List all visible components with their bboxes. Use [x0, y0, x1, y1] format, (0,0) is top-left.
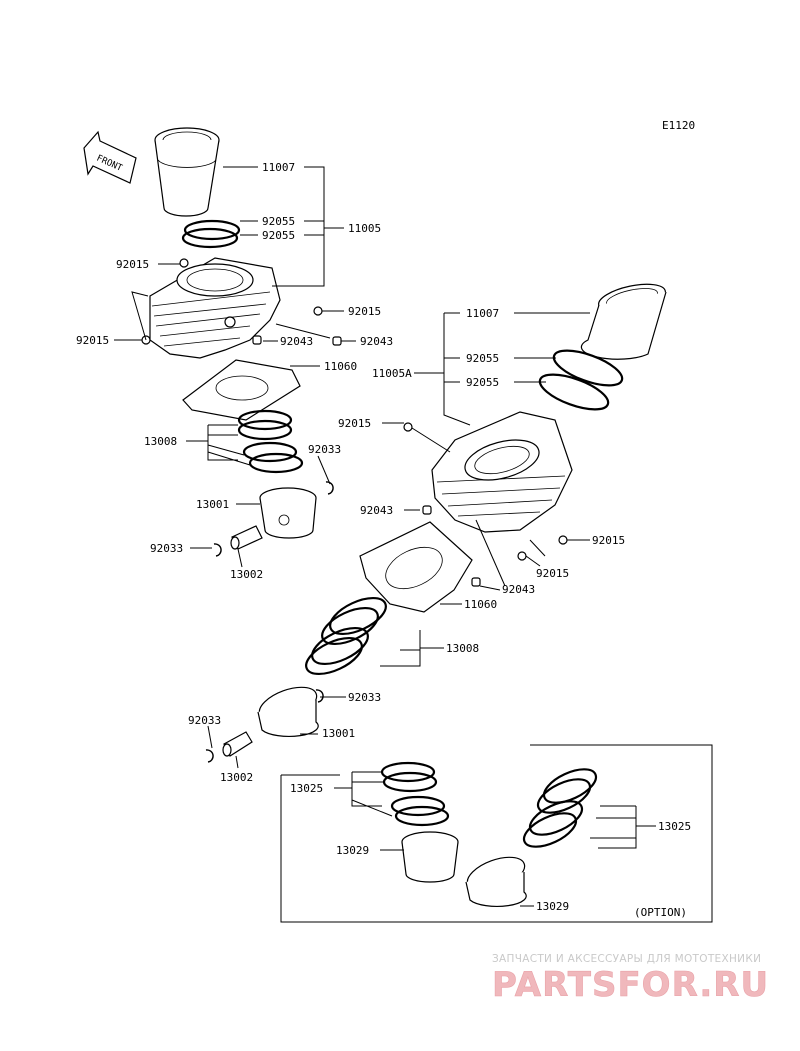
label-11060-right: 11060 — [464, 598, 497, 611]
label-92043-right-2: 92043 — [502, 583, 535, 596]
cylinder-block-left — [149, 257, 281, 359]
label-92015-right-2: 92015 — [592, 534, 625, 547]
piston-pin-left — [230, 525, 263, 550]
piston-right — [257, 686, 319, 738]
label-13029-left: 13029 — [336, 844, 369, 857]
label-92033-left-1: 92033 — [308, 443, 341, 456]
left-leader-lines — [114, 166, 356, 568]
label-92033-left-2: 92033 — [150, 542, 183, 555]
cylinder-block-right — [431, 411, 573, 533]
piston-pin-right — [222, 731, 253, 757]
piston-rings-right — [305, 596, 387, 676]
label-11007-right: 11007 — [466, 307, 499, 320]
nut-92015-a — [179, 258, 189, 268]
piston-rings-left — [237, 409, 304, 474]
label-92043-left-2: 92043 — [360, 335, 393, 348]
label-13008-right: 13008 — [446, 642, 479, 655]
option-label: (OPTION) — [634, 906, 687, 919]
cylinder-sleeve-left — [154, 127, 220, 217]
diagram-code: E1120 — [662, 119, 695, 132]
label-92015-right-1: 92015 — [338, 417, 371, 430]
label-11007-left: 11007 — [262, 161, 295, 174]
label-13025-left: 13025 — [290, 782, 323, 795]
label-92043-left-1: 92043 — [280, 335, 313, 348]
label-11005A: 11005A — [372, 367, 412, 380]
dowel-92043-c — [422, 505, 432, 515]
label-13002-left: 13002 — [230, 568, 263, 581]
nut-92015-f — [517, 551, 527, 561]
label-92015-left-3: 92015 — [76, 334, 109, 347]
label-13001-right: 13001 — [322, 727, 355, 740]
nut-92015-b — [313, 306, 323, 316]
circlip-92033-b — [213, 543, 222, 557]
label-92015-left-1: 92015 — [116, 258, 149, 271]
label-92055-left-1: 92055 — [262, 215, 295, 228]
label-92043-right-1: 92043 — [360, 504, 393, 517]
label-11005: 11005 — [348, 222, 381, 235]
dowel-92043-d — [471, 577, 481, 587]
label-13001-left: 13001 — [196, 498, 229, 511]
label-92055-right-2: 92055 — [466, 376, 499, 389]
dowel-92043-b — [332, 336, 342, 346]
o-rings-left — [181, 219, 241, 249]
circlip-92033-d — [205, 749, 214, 763]
label-92055-left-2: 92055 — [262, 229, 295, 242]
label-13008-left: 13008 — [144, 435, 177, 448]
right-leader-lines — [207, 312, 590, 769]
o-rings-right — [538, 349, 624, 411]
gasket-left — [182, 359, 301, 421]
label-11060-left: 11060 — [324, 360, 357, 373]
piston-left — [259, 487, 317, 539]
label-92033-right-2: 92033 — [188, 714, 221, 727]
front-arrow-icon: FRONT — [83, 130, 137, 184]
gasket-right — [359, 521, 473, 613]
option-box — [280, 744, 713, 923]
cylinder-sleeve-right — [580, 283, 667, 360]
label-13002-right: 13002 — [220, 771, 253, 784]
watermark-brand: PARTSFOR.RU — [492, 965, 769, 1005]
label-13029-right: 13029 — [536, 900, 569, 913]
nut-92015-d — [403, 422, 413, 432]
label-92055-right-1: 92055 — [466, 352, 499, 365]
label-92033-right-1: 92033 — [348, 691, 381, 704]
watermark-subtitle: ЗАПЧАСТИ И АКСЕССУАРЫ ДЛЯ МОТОТЕХНИКИ — [492, 953, 761, 965]
label-13025-right: 13025 — [658, 820, 691, 833]
label-92015-right-3: 92015 — [536, 567, 569, 580]
circlip-92033-a — [325, 481, 334, 495]
dowel-92043-a — [252, 335, 262, 345]
nut-92015-e — [558, 535, 568, 545]
label-92015-left-2: 92015 — [348, 305, 381, 318]
circlip-92033-c — [315, 689, 324, 703]
